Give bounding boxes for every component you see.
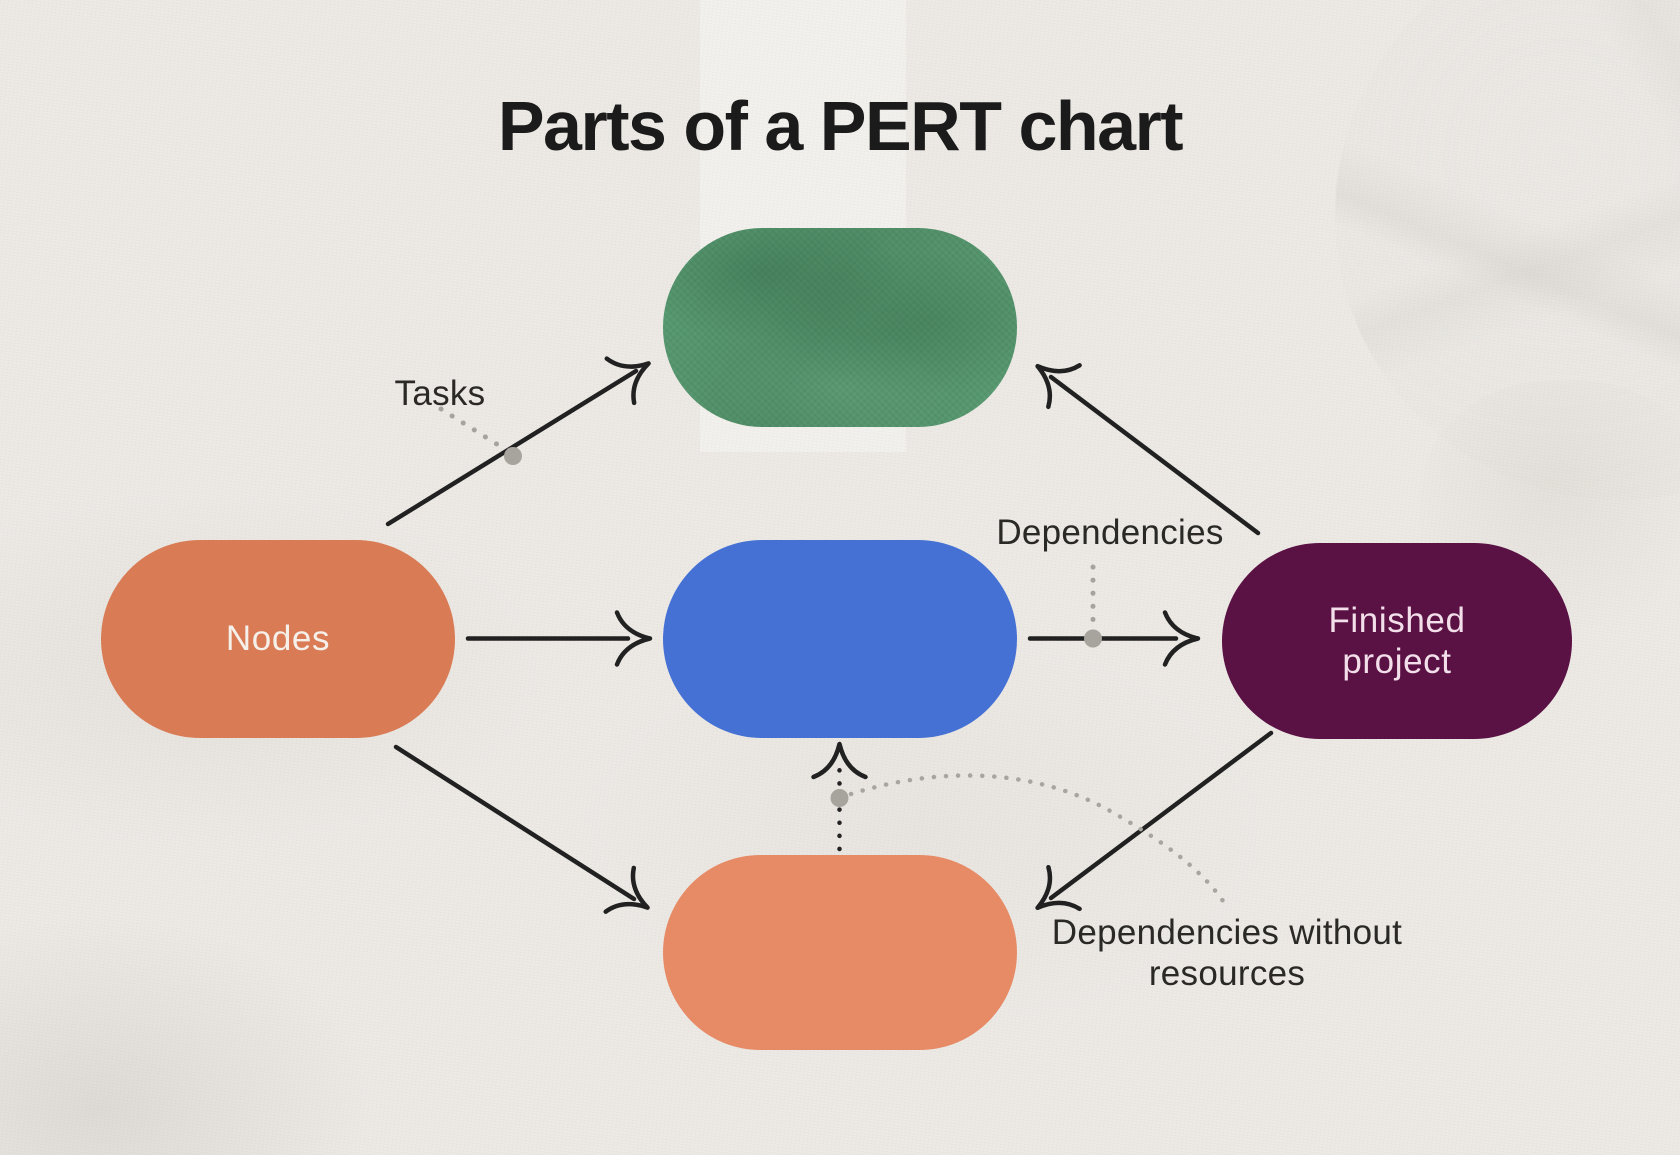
connector-dependencies-without-resources-label (830, 773, 1226, 904)
node-task-center (663, 540, 1017, 738)
arrow-nodes-to-center-task (465, 610, 653, 667)
node-task-top (663, 228, 1017, 427)
node-nodes: Nodes (101, 540, 455, 738)
arrow-nodes-to-top-task (385, 356, 651, 527)
connector-tasks-label (438, 406, 522, 465)
node-nodes-label: Nodes (225, 619, 331, 659)
node-finished-project-label: Finished project (1328, 600, 1466, 681)
page-title: Parts of a PERT chart (497, 87, 1184, 165)
arrow-finished-project-to-top-task (1035, 363, 1261, 536)
node-finished-project: Finished project (1222, 543, 1572, 739)
arrow-finished-project-to-bottom-task (1035, 730, 1274, 912)
arrow-nodes-to-bottom-task (393, 744, 650, 914)
node-task-bottom (663, 855, 1017, 1050)
connector-dependencies-label (1084, 564, 1102, 648)
label-dependencies: Dependencies (996, 513, 1224, 552)
arrow-center-task-to-finished-project (1027, 610, 1201, 667)
label-dependencies-without-resources: Dependencies without resources (1051, 913, 1403, 993)
label-tasks: Tasks (394, 374, 486, 413)
dotted-arrow-bottom-task-to-center-task (811, 741, 868, 852)
